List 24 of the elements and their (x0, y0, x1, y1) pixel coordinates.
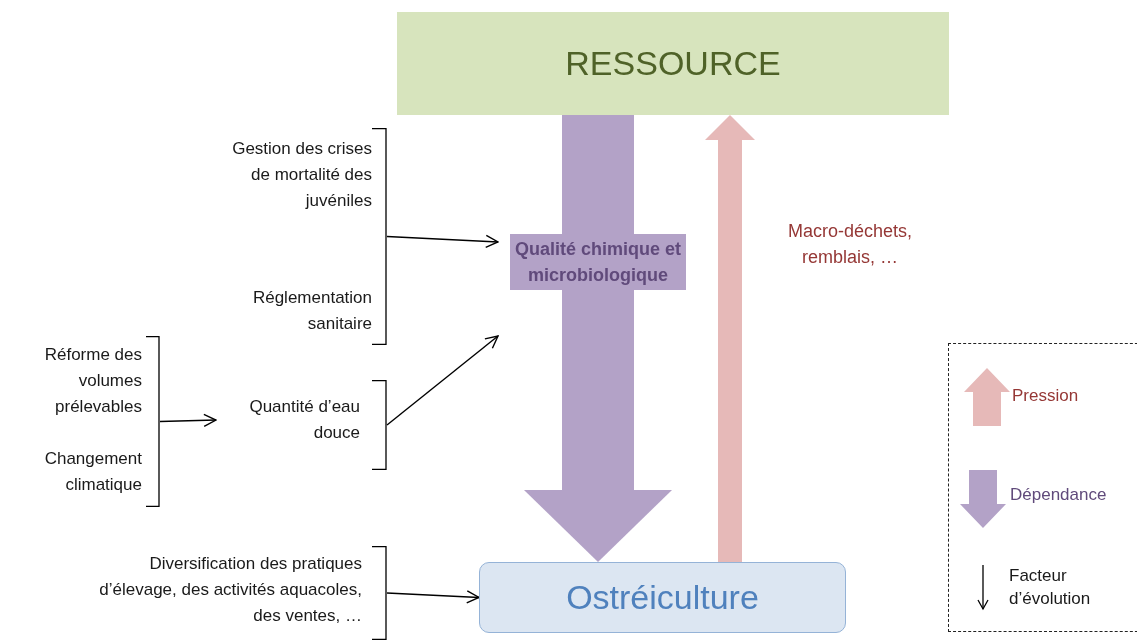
arrow (159, 413, 217, 427)
legend-text: Dépendance (1010, 484, 1108, 506)
factor-text: Gestion des crises de mortalité des juvéniles (222, 136, 372, 214)
legend-text: Pression (1012, 385, 1080, 407)
box-title: RESSOURCE (565, 44, 781, 83)
edge-label: Macro-déchets, remblais, … (786, 220, 914, 269)
arrow (386, 234, 499, 249)
bracket (372, 380, 387, 470)
factor-text: Diversification des pratiques d’élevage, des activités aquacoles, des ventes, … (80, 551, 362, 629)
arrow (386, 590, 480, 604)
process-box (479, 562, 846, 633)
legend-text: Facteur d’évolution (1009, 565, 1092, 610)
bracket (372, 546, 387, 640)
factor-text: Changement climatique (10, 446, 142, 498)
bracket (372, 128, 387, 345)
block-arrow (705, 115, 755, 562)
factor-text: Réforme des volumes prélevables (10, 342, 142, 420)
bracket (146, 336, 160, 507)
edge-label: Qualité chimique et microbiologique (510, 234, 686, 290)
box-title: Ostréiculture (566, 578, 759, 617)
arrow (386, 335, 499, 426)
factor-text: Quantité d’eau douce (216, 394, 360, 446)
process-box (397, 12, 949, 115)
factor-text: Réglementation sanitaire (212, 285, 372, 337)
